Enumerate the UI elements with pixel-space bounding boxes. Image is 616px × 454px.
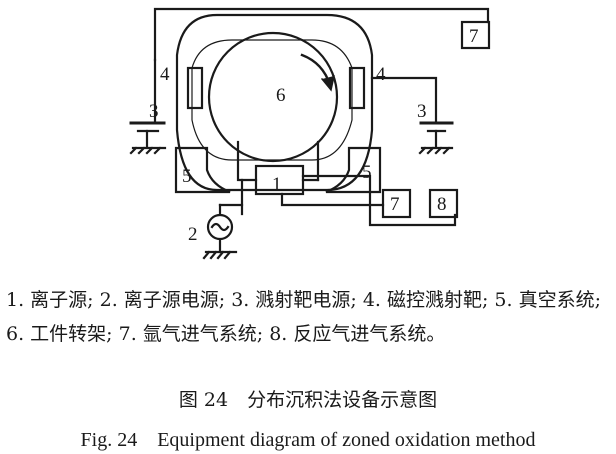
label-6: 6	[276, 85, 286, 106]
label-5-right: 5	[362, 162, 372, 183]
reactive-gas-box	[428, 188, 459, 219]
vacuum-system-left	[174, 146, 231, 194]
label-5-left: 5	[182, 166, 192, 187]
label-2: 2	[188, 224, 198, 245]
label-3-left: 3	[149, 101, 159, 122]
label-7-top: 7	[469, 26, 479, 47]
argon-box-top	[460, 20, 491, 50]
argon-box-bottom	[381, 188, 412, 219]
figure-caption-zh: 图 24 分布沉积法设备示意图	[178, 389, 438, 411]
chamber-inner-wall	[191, 39, 353, 161]
vacuum-system-right	[325, 146, 382, 194]
label-1: 1	[272, 174, 282, 195]
label-4-left: 4	[160, 64, 170, 85]
label-4-right: 4	[376, 64, 386, 85]
label-3-right: 3	[417, 101, 427, 122]
magnetron-target-left	[186, 66, 204, 110]
magnetron-target-right	[348, 66, 366, 110]
equipment-diagram: 1 2 3 3 4 4 5 5 6 7 7 8	[129, 7, 491, 260]
figure-legend: 1. 离子源; 2. 离子源电源; 3. 溅射靶电源; 4. 磁控溅射靶; 5.…	[6, 289, 602, 345]
right-supply-wire	[370, 76, 438, 125]
ion-power-supply	[206, 213, 234, 241]
label-7-bottom: 7	[390, 194, 400, 215]
figure-caption-en: Fig. 24 Equipment diagram of zoned oxida…	[80, 429, 536, 451]
vacuum-chamber	[175, 13, 374, 192]
argon-line-top	[153, 7, 490, 62]
label-8: 8	[437, 194, 447, 215]
workpiece-rack-circle	[207, 31, 339, 163]
rotation-arrowhead	[320, 75, 335, 92]
